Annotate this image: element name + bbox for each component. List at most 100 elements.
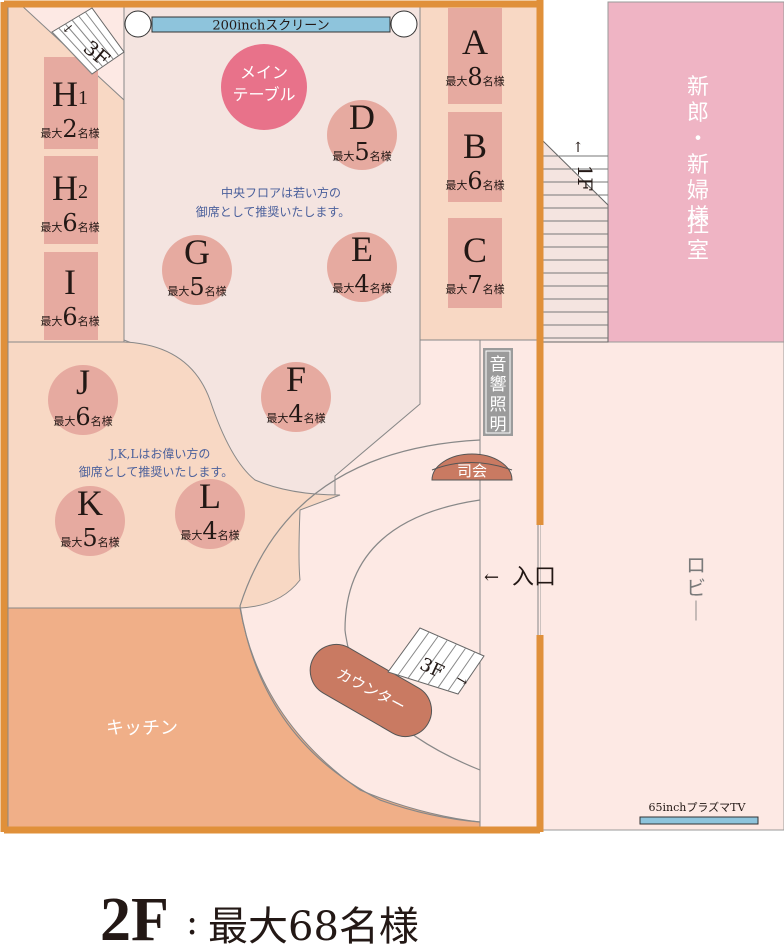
entrance-label: 入口 bbox=[512, 565, 556, 590]
tv: 65inchプラズマTV bbox=[639, 800, 759, 825]
stair-step bbox=[427, 643, 457, 685]
table-capacity: 最大5名様 bbox=[332, 138, 391, 166]
table-d-shape bbox=[327, 100, 397, 170]
table-name: B bbox=[463, 126, 487, 166]
vertical-char: 控 bbox=[687, 213, 709, 238]
table-name: J bbox=[76, 362, 90, 402]
table-name: I bbox=[64, 262, 76, 302]
table-capacity: 最大6名様 bbox=[40, 209, 99, 237]
table-name: C bbox=[463, 230, 487, 270]
vertical-char: 婦 bbox=[687, 179, 709, 204]
kitchen-area bbox=[7, 607, 481, 831]
center-note-line1: 中央フロアは若い方の bbox=[221, 185, 341, 200]
table-name: E bbox=[351, 229, 373, 269]
stair-step bbox=[447, 651, 476, 692]
vertical-char: 郎 bbox=[687, 101, 709, 126]
main-table-line2: テーブル bbox=[232, 85, 295, 104]
stair-step bbox=[64, 23, 104, 67]
table-l-shape bbox=[175, 479, 245, 549]
entrance-arc bbox=[239, 439, 481, 823]
vertical-char: 照 bbox=[490, 395, 507, 415]
table-j-shape bbox=[48, 365, 118, 435]
table-name: H1 bbox=[52, 74, 88, 114]
stair-step bbox=[397, 631, 430, 676]
table-capacity: 最大4名様 bbox=[332, 270, 391, 298]
table-name: G bbox=[184, 232, 210, 272]
table-e-shape bbox=[327, 232, 397, 302]
stair-step bbox=[84, 11, 120, 56]
vertical-char: ロ bbox=[686, 553, 706, 577]
table-capacity: 最大5名様 bbox=[167, 273, 226, 301]
mc-podium: 司会 bbox=[431, 453, 513, 481]
table-name: D bbox=[349, 97, 375, 137]
main-table[interactable]: メイン テーブル bbox=[221, 44, 307, 130]
table-name-sub: 2 bbox=[78, 181, 88, 203]
table-g-shape bbox=[162, 235, 232, 305]
table-b-shape bbox=[448, 112, 502, 202]
stair-step bbox=[437, 647, 467, 689]
table-h1-shape bbox=[44, 57, 98, 149]
table-capacity: 最大4名様 bbox=[266, 400, 325, 428]
floor-label: 2F : 最大68名様 bbox=[100, 886, 419, 946]
walls bbox=[0, 0, 544, 834]
stair-step bbox=[78, 15, 114, 60]
bride-room bbox=[607, 1, 784, 343]
stairs-1f-arrow-icon: ↑ bbox=[572, 140, 584, 156]
vertical-char: ｜ bbox=[686, 599, 706, 623]
entrance[interactable]: ← 入口 bbox=[484, 565, 556, 590]
vertical-char: ・ bbox=[687, 127, 709, 152]
table-name: A bbox=[462, 22, 488, 62]
table-capacity: 最大6名様 bbox=[445, 167, 504, 195]
floor-capacity: 最大68名様 bbox=[208, 904, 419, 946]
kitchen-label: キッチン bbox=[106, 718, 178, 739]
table-capacity: 最大2名様 bbox=[40, 115, 99, 143]
vertical-char: 新 bbox=[687, 75, 709, 100]
lobby-label: ロビ｜ bbox=[686, 553, 706, 623]
stairs-1f-label: 1F bbox=[573, 165, 597, 192]
table-name-sub: 1 bbox=[78, 87, 88, 109]
table-capacity: 最大4名様 bbox=[180, 517, 239, 545]
stair-step bbox=[58, 27, 98, 71]
table-name: K bbox=[77, 483, 103, 523]
table-name: L bbox=[199, 476, 221, 516]
table-a-shape bbox=[448, 8, 502, 104]
table-capacity: 最大6名様 bbox=[40, 303, 99, 331]
vertical-char: 様 bbox=[687, 205, 709, 230]
stairs-1f[interactable] bbox=[541, 138, 609, 343]
table-capacity: 最大8名様 bbox=[445, 63, 504, 91]
table-capacity: 最大5名様 bbox=[60, 524, 119, 552]
table-name: F bbox=[286, 359, 306, 399]
table-f-shape bbox=[261, 362, 331, 432]
vertical-char: ビ bbox=[686, 576, 706, 600]
screen-label: 200inchスクリーン bbox=[212, 19, 329, 34]
table-h2-shape bbox=[44, 156, 98, 244]
vertical-char: 室 bbox=[687, 239, 709, 264]
tv-label: 65inchプラズマTV bbox=[649, 800, 747, 814]
vertical-char: 響 bbox=[490, 375, 507, 395]
floor-name: 2F bbox=[100, 886, 169, 946]
jkl-note-line1: J,K,Lはお偉い方の bbox=[108, 446, 211, 461]
screen: 200inchスクリーン bbox=[124, 10, 418, 38]
table-capacity: 最大6名様 bbox=[53, 403, 112, 431]
jkl-note-line2: 御席として推奨いたします。 bbox=[79, 464, 233, 479]
entrance-arrow-icon: ← bbox=[484, 567, 499, 588]
stairs-3f-entrance[interactable]: 3F → bbox=[387, 627, 485, 695]
table-i-shape bbox=[44, 252, 98, 340]
lobby-area bbox=[539, 339, 784, 831]
